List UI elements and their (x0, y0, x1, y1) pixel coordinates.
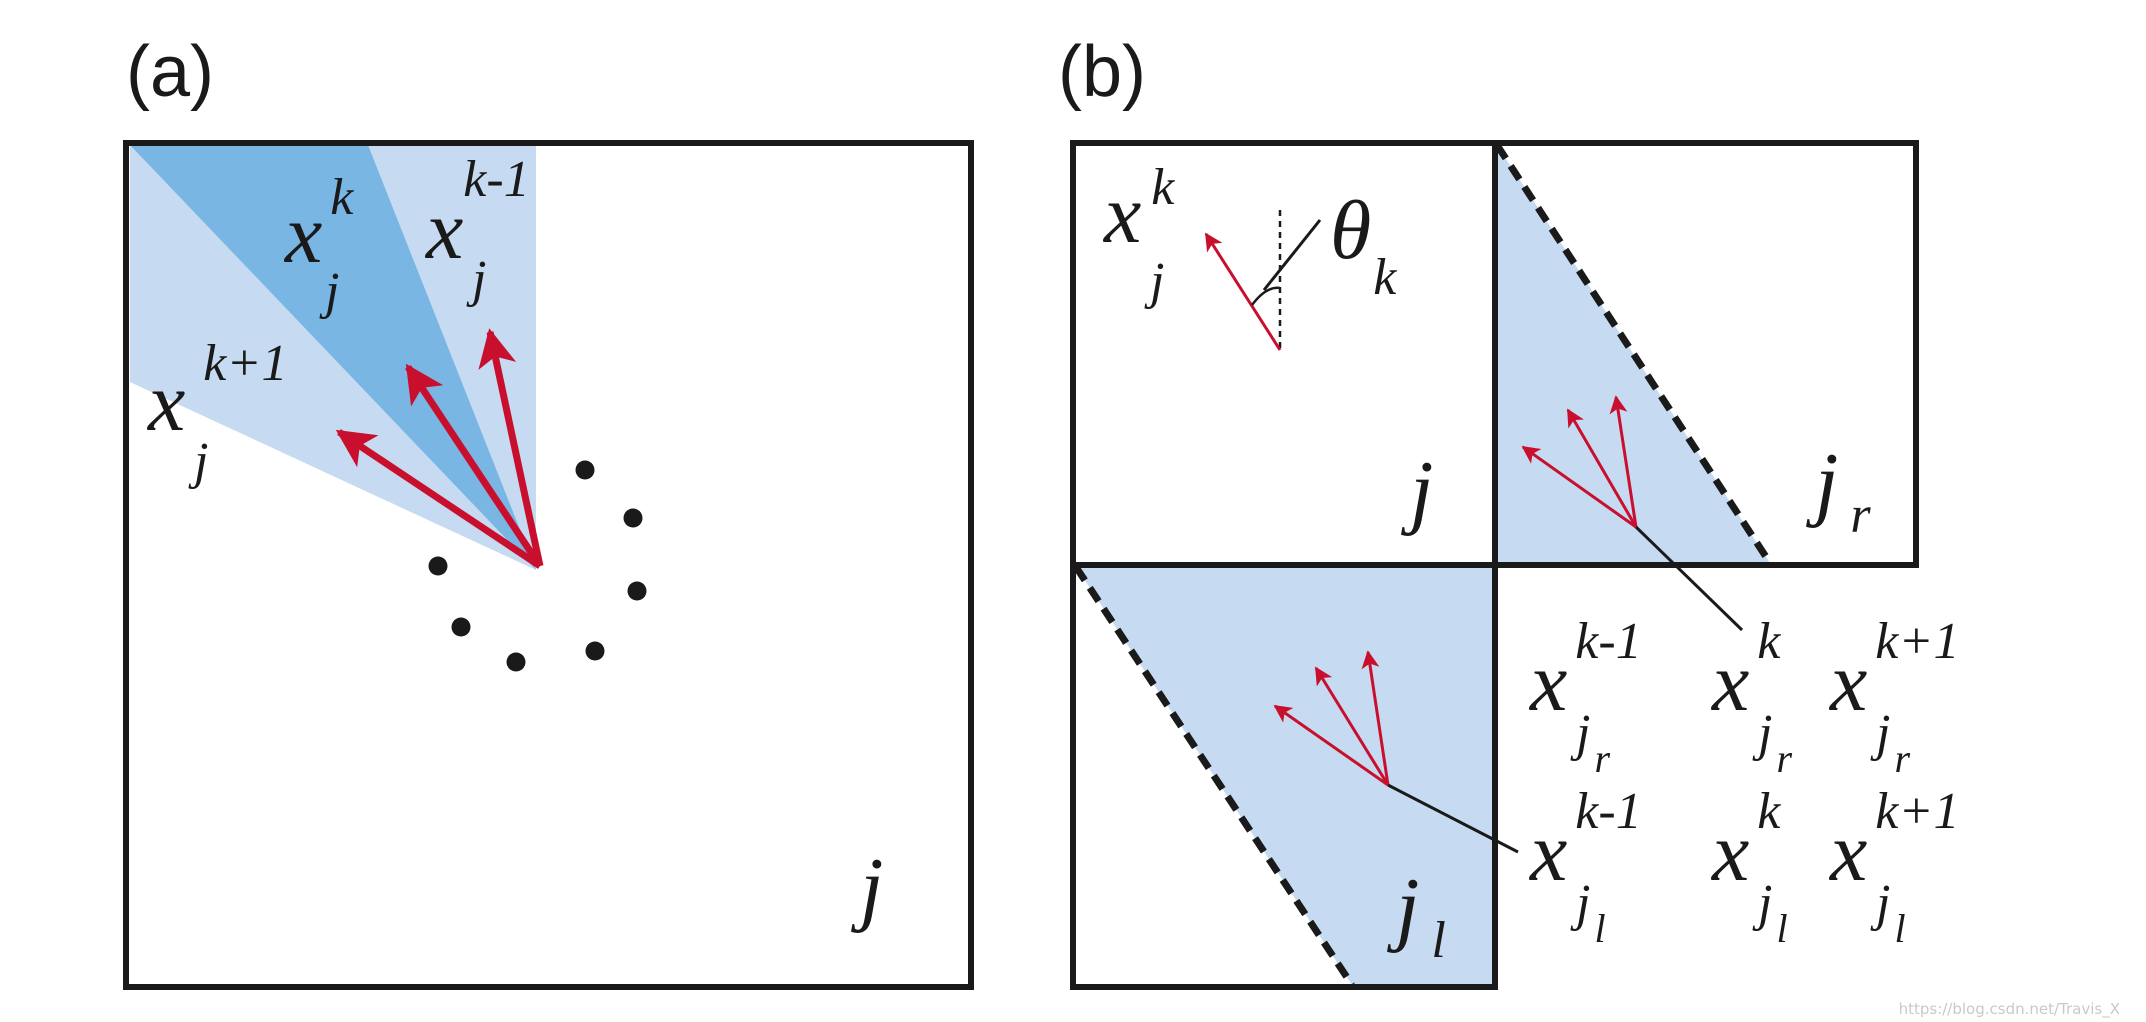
arrow-k-plus-1 (335, 429, 542, 569)
panel-b-label: (b) (1058, 32, 1146, 112)
sample-dot (585, 641, 605, 661)
orientation-arrow-k (1204, 232, 1282, 351)
search-cone-narrow (130, 145, 536, 570)
jl-orientation-arrows (1273, 650, 1390, 787)
sample-dot (506, 652, 526, 672)
arrow-k-minus-1 (478, 328, 544, 567)
sample-dot (575, 460, 595, 480)
cell-jr-frame (1492, 140, 1919, 568)
cell-a-label: j (851, 841, 883, 934)
cell-jl-frame (1070, 562, 1498, 990)
sample-dot (428, 556, 448, 576)
jl-leader-line (1387, 783, 1519, 854)
sample-points (428, 460, 647, 672)
jl-arrow-k (1314, 666, 1390, 786)
label-x-j-k-minus-1: xk-1 j (424, 151, 534, 308)
jl-arrow-k-minus-1 (1361, 650, 1390, 786)
cell-j-frame (123, 140, 974, 990)
sample-dot (623, 508, 643, 528)
jl-search-region (1076, 567, 1493, 985)
jr-arrow-k (1566, 408, 1638, 528)
angle-leader-line (1262, 219, 1322, 291)
sample-dot (627, 581, 647, 601)
sample-dot (451, 617, 471, 637)
jr-orientation-arrows (1521, 395, 1638, 529)
jr-leader-line (1634, 525, 1744, 632)
watermark: https://blog.csdn.net/Travis_X (1899, 1000, 2120, 1019)
label-theta-k: θk (1330, 184, 1397, 306)
arrow-k (405, 363, 543, 568)
orientation-arrows (335, 328, 544, 569)
jl-arrow-k-plus-1 (1273, 704, 1389, 787)
jr-search-region (1497, 145, 1770, 563)
panel-a-label: (a) (126, 32, 214, 112)
jr-arrow-k-minus-1 (1609, 395, 1638, 528)
cell-j-label: j (1401, 444, 1433, 537)
jr-dashed-boundary (1494, 143, 1773, 565)
jr-arrow-k-plus-1 (1521, 445, 1637, 529)
angle-arc (1250, 286, 1281, 306)
jl-dashed-boundary (1073, 565, 1355, 987)
